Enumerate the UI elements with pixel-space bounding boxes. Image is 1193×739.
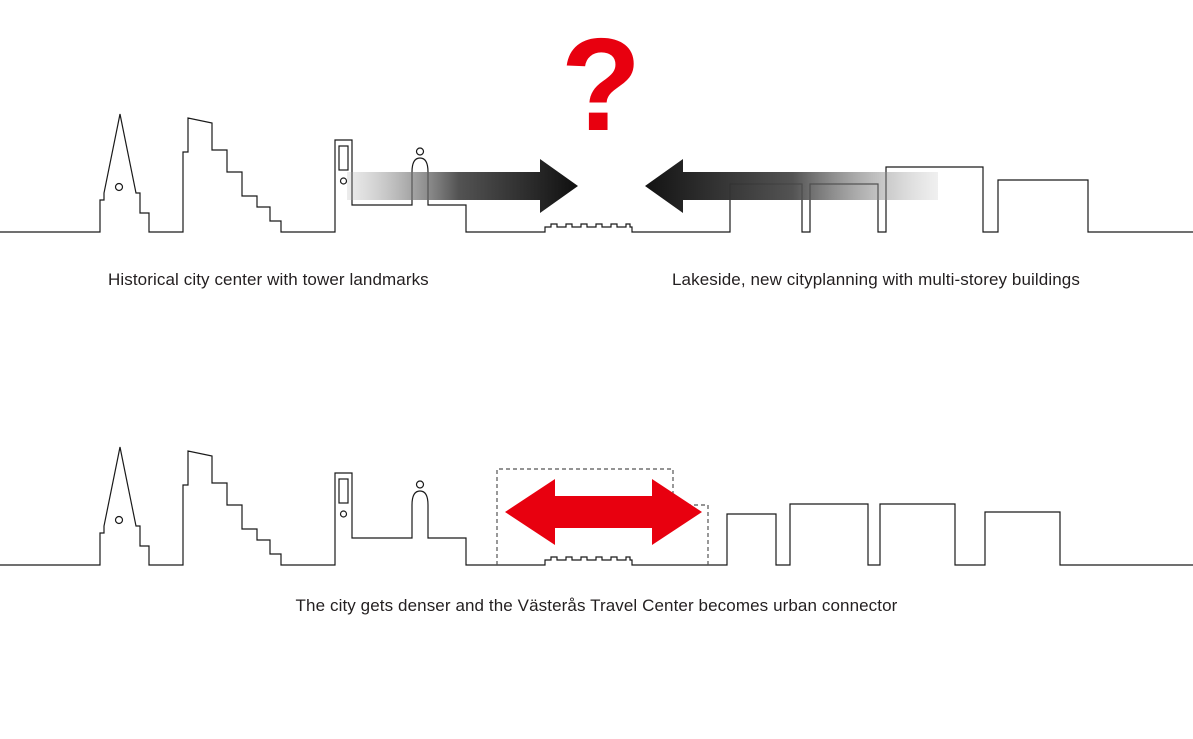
tower-window-icon: [338, 478, 349, 504]
tower-clock-icon: [339, 177, 348, 185]
proposed-building-dashed-outline: [496, 468, 709, 565]
dome-ball-icon: [415, 147, 425, 156]
question-mark: ?: [561, 11, 642, 158]
church-clock-icon: [114, 515, 124, 525]
caption-lakeside: Lakeside, new cityplanning with multi-st…: [672, 270, 1080, 289]
double-headed-arrow-icon: [505, 479, 702, 545]
top-skyline: [0, 113, 1193, 233]
caption-historical-center: Historical city center with tower landma…: [108, 270, 429, 289]
arrow-pointing-left-icon: [645, 159, 938, 213]
bottom-skyline: [0, 446, 1193, 566]
tower-window-icon: [338, 145, 349, 171]
tower-clock-icon: [339, 510, 348, 518]
arrow-pointing-right-icon: [347, 159, 578, 213]
caption-travel-center: The city gets denser and the Västerås Tr…: [295, 596, 898, 615]
church-clock-icon: [114, 182, 124, 192]
top-skyline-outline: [0, 113, 1193, 233]
dome-ball-icon: [415, 480, 425, 489]
bottom-skyline-outline: [0, 446, 1193, 566]
